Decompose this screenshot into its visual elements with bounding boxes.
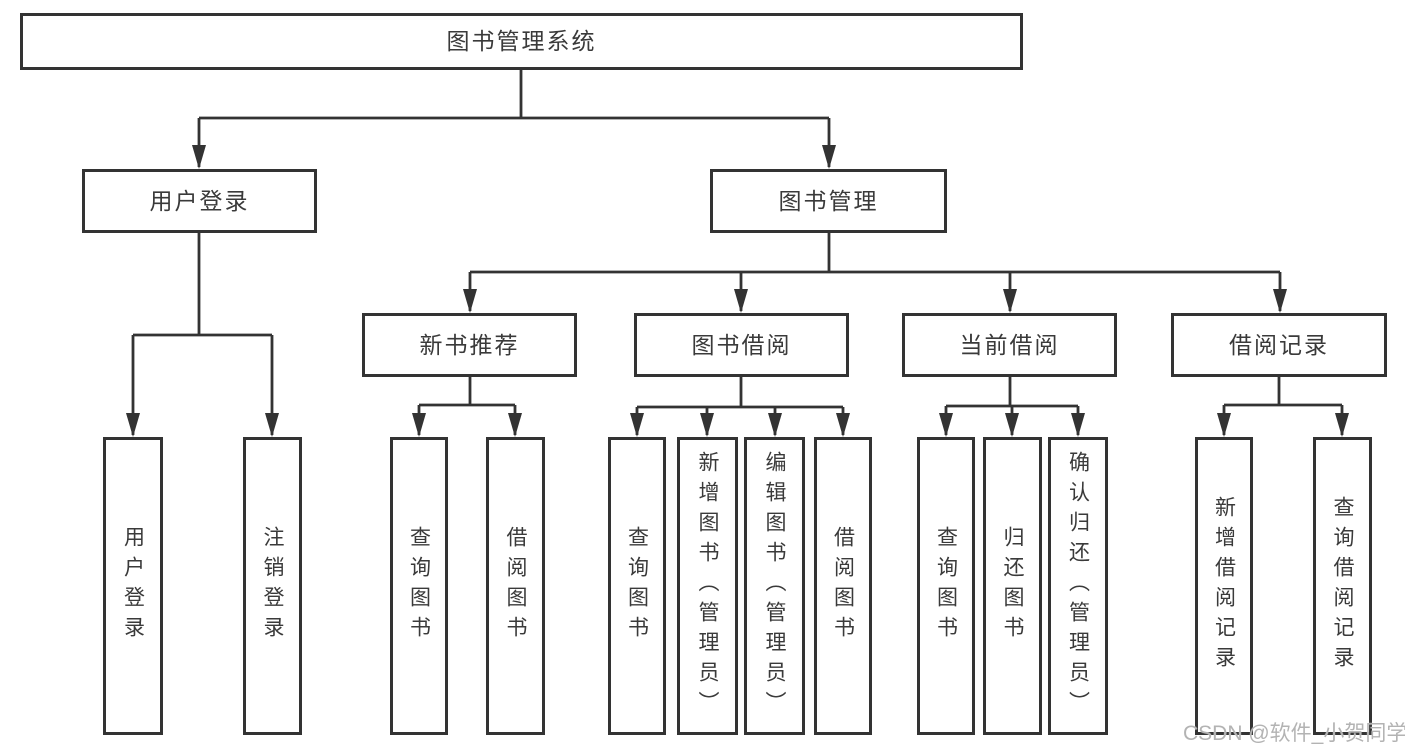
node-book-borrow: 图书借阅 [634, 313, 849, 377]
node-borrow-records: 借阅记录 [1171, 313, 1387, 377]
leaf-confirm-return-admin: 确认归还（管理员） [1048, 437, 1108, 735]
node-root: 图书管理系统 [20, 13, 1023, 70]
node-user-login-group: 用户登录 [82, 169, 317, 233]
leaf-borrow-books: 借阅图书 [814, 437, 872, 735]
node-current-borrow: 当前借阅 [902, 313, 1117, 377]
leaf-query-books-current: 查询图书 [917, 437, 975, 735]
watermark: CSDN @软件_小贺同学 [1183, 722, 1405, 745]
node-new-book-recommend: 新书推荐 [362, 313, 577, 377]
leaf-add-books-admin: 新增图书（管理员） [677, 437, 738, 735]
leaf-add-borrow-record: 新增借阅记录 [1195, 437, 1253, 735]
leaf-logout: 注销登录 [243, 437, 302, 735]
leaf-borrow-books-recommend: 借阅图书 [486, 437, 545, 735]
leaf-query-books-recommend: 查询图书 [390, 437, 448, 735]
leaf-user-login: 用户登录 [103, 437, 163, 735]
leaf-return-books: 归还图书 [983, 437, 1042, 735]
leaf-query-borrow-record: 查询借阅记录 [1313, 437, 1372, 735]
node-book-management: 图书管理 [710, 169, 947, 233]
leaf-edit-books-admin: 编辑图书（管理员） [744, 437, 805, 735]
leaf-query-books-borrow: 查询图书 [608, 437, 666, 735]
